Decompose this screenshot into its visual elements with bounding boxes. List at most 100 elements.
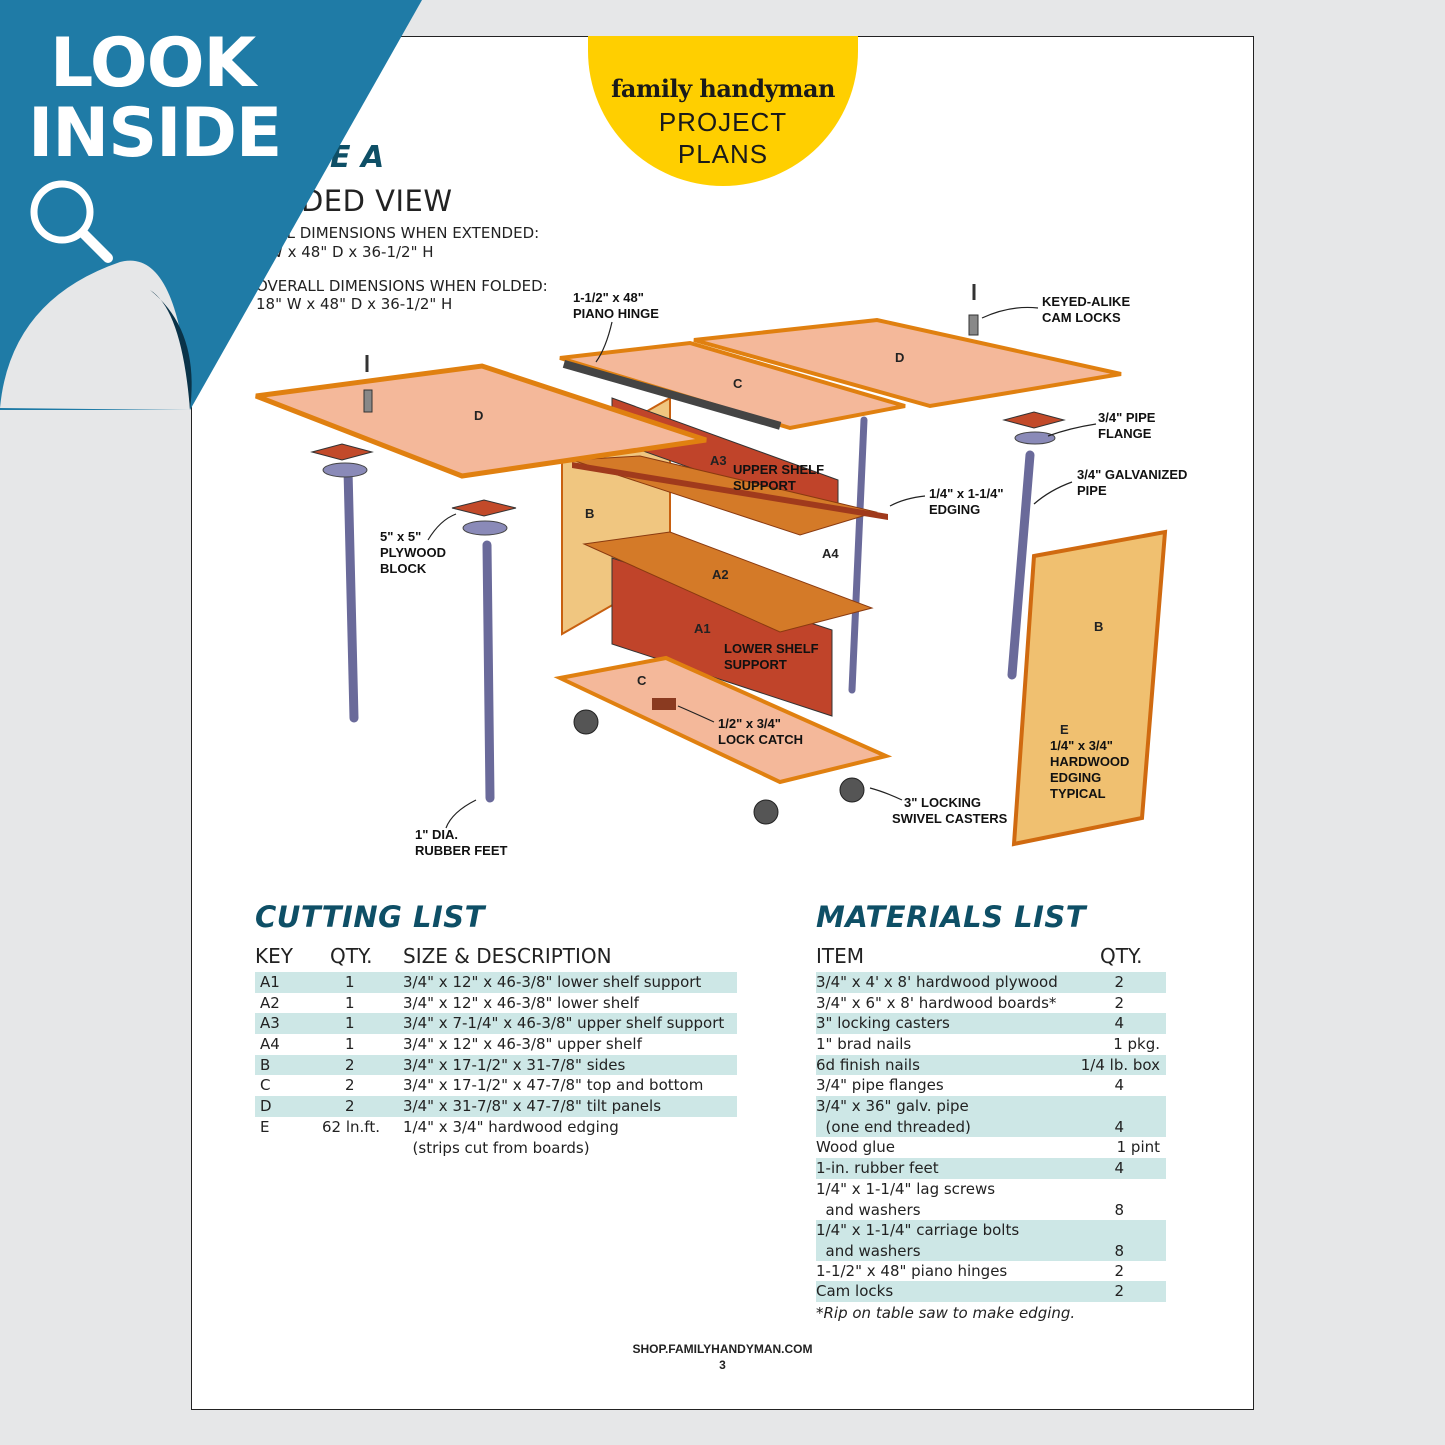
row-qty: 2 bbox=[345, 1076, 355, 1095]
part-label-d-right: D bbox=[895, 350, 904, 365]
table-row: 3/4" x 36" galv. pipe (one end threaded)… bbox=[816, 1096, 1166, 1138]
row-desc: 3/4" x 17-1/2" x 47-7/8" top and bottom bbox=[403, 1076, 704, 1095]
row-item: 1/4" x 1-1/4" lag screws bbox=[816, 1179, 996, 1198]
callout-hardwood-4: TYPICAL bbox=[1050, 786, 1106, 801]
badge-subtitle-2: PLANS bbox=[677, 139, 769, 169]
part-label-a3: A3 bbox=[710, 453, 727, 468]
row-qty: 2 bbox=[1114, 973, 1124, 991]
row-item: 1-1/2" x 48" piano hinges bbox=[816, 1261, 1008, 1280]
row-item: 3/4" x 36" galv. pipe bbox=[816, 1097, 969, 1116]
row-key: A1 bbox=[260, 973, 280, 991]
callout-feet-2: RUBBER FEET bbox=[415, 843, 508, 858]
dims-folded-1: OVERALL DIMENSIONS WHEN FOLDED: bbox=[256, 277, 548, 295]
table-row: 1-1/2" x 48" piano hinges 2 bbox=[816, 1261, 1166, 1282]
part-label-b-right: B bbox=[1094, 619, 1103, 634]
part-label-b-left: B bbox=[585, 506, 594, 521]
callout-casters-2: SWIVEL CASTERS bbox=[892, 811, 1008, 826]
row-qty: 1 bbox=[345, 973, 355, 991]
row-item-2: and washers bbox=[816, 1241, 921, 1260]
dims-extended-2: W x 48" D x 36-1/2" H bbox=[268, 243, 434, 261]
row-desc: 3/4" x 7-1/4" x 46-3/8" upper shelf supp… bbox=[403, 1014, 725, 1033]
leader-lines bbox=[427, 306, 1097, 829]
row-qty: 1 bbox=[345, 1014, 355, 1033]
callout-piano-hinge-2: PIANO HINGE bbox=[573, 306, 659, 321]
row-item-2: and washers bbox=[816, 1200, 921, 1219]
pipe-flanges bbox=[310, 411, 1066, 536]
table-row: B 2 3/4" x 17-1/2" x 31-7/8" sides bbox=[255, 1054, 737, 1076]
row-item: Cam locks bbox=[816, 1282, 894, 1301]
brand-logo: family handyman bbox=[611, 74, 835, 103]
bottom-panel-c bbox=[553, 655, 893, 785]
row-qty: 2 bbox=[345, 1055, 355, 1074]
inside-text: INSIDE bbox=[28, 94, 282, 173]
row-qty: 1 pkg. bbox=[1113, 1035, 1160, 1054]
dims-folded-2: 18" W x 48" D x 36-1/2" H bbox=[256, 295, 453, 313]
row-qty: 2 bbox=[1114, 993, 1124, 1012]
callout-block-1: 5" x 5" bbox=[380, 529, 421, 544]
table-row: 1/4" x 1-1/4" lag screws and washers 8 bbox=[816, 1179, 1166, 1220]
part-label-d-left: D bbox=[474, 408, 483, 423]
part-label-a2: A2 bbox=[712, 567, 729, 582]
table-row: Cam locks 2 bbox=[816, 1281, 1166, 1302]
magnifier-icon bbox=[30, 180, 113, 263]
callout-flange-1: 3/4" PIPE bbox=[1098, 410, 1156, 425]
dims-extended-1: ALL DIMENSIONS WHEN EXTENDED: bbox=[268, 224, 540, 242]
row-key: A2 bbox=[260, 993, 280, 1012]
row-item: 3" locking casters bbox=[816, 1014, 950, 1033]
row-key: C bbox=[260, 1076, 271, 1095]
col-qty: QTY. bbox=[330, 944, 373, 968]
row-qty: 1 pint bbox=[1116, 1138, 1160, 1157]
table-row: C 2 3/4" x 17-1/2" x 47-7/8" top and botto… bbox=[255, 1075, 737, 1096]
callout-feet-1: 1" DIA. bbox=[415, 827, 458, 842]
callout-pipe-2: PIPE bbox=[1077, 483, 1107, 498]
row-desc-2: (strips cut from boards) bbox=[403, 1138, 590, 1157]
row-item: 1" brad nails bbox=[816, 1035, 912, 1054]
tilt-panel-d-right bbox=[693, 317, 1122, 409]
row-item: 1/4" x 1-1/4" carriage bolts bbox=[816, 1220, 1020, 1239]
caster-wheels bbox=[573, 709, 865, 825]
table-row: 1" brad nails 1 pkg. bbox=[816, 1034, 1166, 1055]
materials-list-table: ITEM QTY. 3/4" x 4' x 8' hardwood plywoo… bbox=[816, 944, 1166, 1302]
part-label-e: E bbox=[1060, 722, 1069, 737]
row-qty: 4 bbox=[1114, 1158, 1124, 1177]
row-item: 3/4" pipe flanges bbox=[816, 1076, 944, 1095]
callout-cam-locks-2: CAM LOCKS bbox=[1042, 310, 1121, 325]
callout-flange-2: FLANGE bbox=[1098, 426, 1152, 441]
callout-cam-locks-1: KEYED-ALIKE bbox=[1042, 294, 1130, 309]
callout-pipe-1: 3/4" GALVANIZED bbox=[1077, 467, 1187, 482]
row-qty: 2 bbox=[1114, 1261, 1124, 1280]
row-item: 6d finish nails bbox=[816, 1055, 920, 1074]
row-qty: 8 bbox=[1114, 1200, 1124, 1219]
callout-hardwood-3: EDGING bbox=[1050, 770, 1101, 785]
callout-lower-support-2: SUPPORT bbox=[724, 657, 787, 672]
row-key: B bbox=[260, 1055, 271, 1074]
table-row: 1-in. rubber feet 4 bbox=[816, 1157, 1166, 1179]
row-qty: 62 ln.ft. bbox=[322, 1117, 380, 1136]
row-desc: 3/4" x 17-1/2" x 31-7/8" sides bbox=[403, 1055, 626, 1074]
callout-lower-support-1: LOWER SHELF bbox=[724, 641, 819, 656]
part-label-a1: A1 bbox=[694, 621, 711, 636]
row-item: 1-in. rubber feet bbox=[816, 1158, 939, 1177]
part-label-a4: A4 bbox=[822, 546, 839, 561]
materials-note: *Rip on table saw to make edging. bbox=[816, 1304, 1076, 1322]
col-item: ITEM bbox=[816, 944, 865, 968]
edging-strip bbox=[572, 462, 888, 520]
row-desc: 3/4" x 12" x 46-3/8" upper shelf bbox=[403, 1035, 642, 1054]
col-size-desc: SIZE & DESCRIPTION bbox=[403, 944, 612, 968]
row-item: 3/4" x 6" x 8' hardwood boards* bbox=[816, 993, 1057, 1012]
row-qty: 2 bbox=[345, 1097, 355, 1116]
row-qty: 8 bbox=[1114, 1241, 1124, 1260]
row-qty: 2 bbox=[1114, 1282, 1124, 1301]
brand-badge: family handyman PROJECT PLANS bbox=[588, 36, 858, 186]
